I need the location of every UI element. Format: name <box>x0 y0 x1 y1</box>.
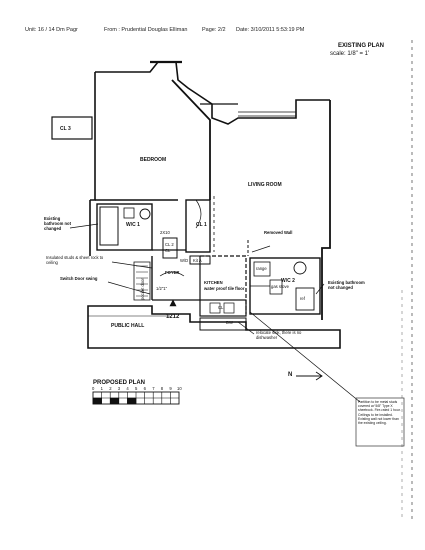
room-label-wc2: W/C 2 <box>281 278 295 284</box>
label-w-d: W/D <box>180 258 189 263</box>
label-cl-small: CL <box>165 248 171 253</box>
note-relocate-sink: relocate sink, there is no dishwasher <box>256 330 302 340</box>
label-range: range <box>256 266 267 271</box>
scale-tick-label: 2 <box>109 386 112 391</box>
dimension-2x10: 2X10 <box>160 230 170 235</box>
room-label-living-room: LIVING ROOM <box>248 182 282 188</box>
fax-header: Unit: 16 / 14 Dm Pagr From : Prudential … <box>0 27 425 37</box>
note-removed-wall: Removed Wall <box>264 230 293 235</box>
label-dw: DW <box>226 320 233 325</box>
room-label-cl1: CL 1 <box>196 222 207 228</box>
room-label-foyer: FOYER <box>165 270 180 275</box>
north-label: N <box>288 372 293 378</box>
scale-tick-label: 3 <box>117 386 121 391</box>
scale-tick-label: 5 <box>135 386 138 391</box>
existing-plan-title: EXISTING PLAN <box>338 43 385 49</box>
label-cl2: CL 2 <box>165 242 174 247</box>
scale-tick-label: 0 <box>92 386 95 391</box>
scale-tick-label: 9 <box>169 386 172 391</box>
label-pocket-door: pocket door <box>140 278 145 300</box>
room-label-cl3: CL 3 <box>60 126 71 132</box>
scale-tick-label: 1 <box>100 386 103 391</box>
fax-header-from: From : Prudential Douglas Elliman <box>104 27 188 33</box>
scale-tick-label: 8 <box>160 386 164 391</box>
unit-number: 1212 <box>166 314 180 320</box>
label-gas-stove: gas stove <box>271 284 289 289</box>
scale-tick-label: 7 <box>152 386 155 391</box>
fax-header-date: Date: 3/10/2011 5:53:19 PM <box>236 27 305 33</box>
room-label-wc1: W/C 1 <box>126 222 140 228</box>
fax-header-page: Page: 2/2 <box>202 27 226 33</box>
label-kit-a: Kit A <box>193 258 202 263</box>
existing-plan-scale: scale: 1/8" = 1' <box>330 51 370 57</box>
fax-header-left: Unit: 16 / 14 Dm Pagr <box>25 27 78 33</box>
label-closet-pipe: CL <box>218 305 224 310</box>
scale-tick-label: 6 <box>143 386 146 391</box>
room-label-kitchen: KITCHEN <box>204 280 223 285</box>
room-label-bedroom: BEDROOM <box>140 157 167 163</box>
note-kitchen-floor: water proof tile floor <box>204 286 245 291</box>
room-label-public-hall: PUBLIC HALL <box>111 323 145 329</box>
scale-tick-label: 10 <box>177 386 182 391</box>
label-door: 1/2"1" <box>156 286 168 291</box>
note-existing-bath-right: Existing bathroom not changed <box>328 280 365 290</box>
note-insulated: Insulated studs & sheet rock to ceiling <box>46 255 104 265</box>
note-switch-door: Switch Door swing <box>60 276 98 281</box>
note-existing-bath-left: Existing bathroom not changed <box>44 216 71 231</box>
label-ref: ref <box>300 296 305 301</box>
note-partition: Partition to be metal studs covered w/ 5… <box>358 400 401 426</box>
proposed-plan-title: PROPOSED PLAN <box>93 380 146 386</box>
scale-tick-label: 4 <box>126 386 129 391</box>
proposed-scale-ticks: 0 1 2 3 4 5 6 7 8 9 10 <box>92 386 183 393</box>
